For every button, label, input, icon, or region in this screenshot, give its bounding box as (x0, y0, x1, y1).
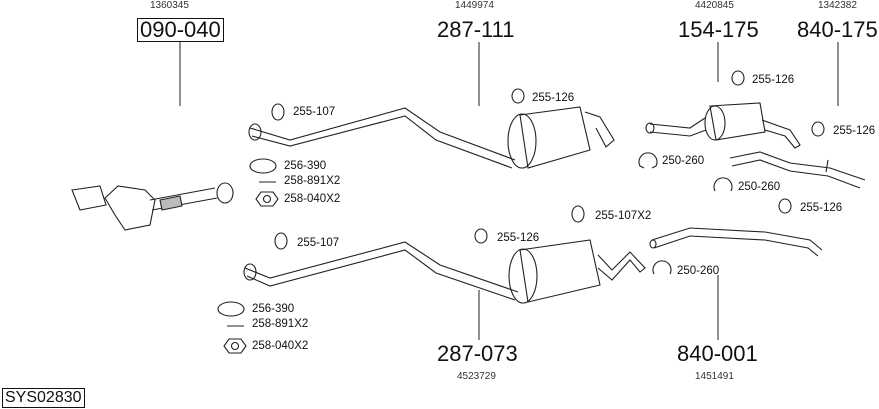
rear-muffler-top (507, 106, 615, 169)
part-number[interactable]: 840-001 (677, 341, 758, 366)
catalytic-converter (71, 182, 234, 231)
gasket-icon (217, 301, 245, 317)
diagram-code: SYS02830 (2, 388, 85, 408)
tail-pipe-lower (649, 227, 823, 257)
reference-number: 4420845 (695, 0, 734, 11)
center-muffler (645, 102, 801, 149)
reference-number: 1451491 (695, 371, 734, 382)
hanger-icon (811, 121, 825, 137)
hanger-icon (731, 70, 745, 86)
nut-icon (223, 338, 247, 354)
fitting-label[interactable]: 258-891X2 (252, 318, 309, 330)
fitting-label[interactable]: 256-390 (284, 160, 327, 172)
part-number[interactable]: 154-175 (678, 17, 759, 42)
reference-number: 1342382 (818, 0, 857, 11)
fitting-label[interactable]: 255-126 (752, 74, 795, 86)
clamp-icon (652, 260, 672, 275)
fitting-label[interactable]: 255-126 (532, 92, 575, 104)
fitting-label[interactable]: 250-260 (738, 181, 781, 193)
reference-number: 1360345 (150, 0, 189, 11)
nut-icon (255, 191, 279, 207)
hanger-icon (271, 103, 285, 121)
fitting-label[interactable]: 255-126 (800, 202, 843, 214)
part-number[interactable]: 287-073 (437, 341, 518, 366)
fitting-label[interactable]: 255-107 (293, 106, 336, 118)
fitting-label[interactable]: 255-126 (497, 232, 540, 244)
front-pipe-bottom (243, 239, 646, 304)
fitting-label[interactable]: 255-107 (297, 237, 340, 249)
fitting-label[interactable]: 250-260 (662, 155, 705, 167)
fitting-label[interactable]: 256-390 (252, 303, 295, 315)
tail-pipe-upper (729, 151, 866, 189)
hanger-icon (778, 198, 792, 214)
fitting-label[interactable]: 258-040X2 (252, 340, 309, 352)
fitting-label[interactable]: 255-126 (833, 125, 876, 137)
clamp-icon (713, 177, 733, 192)
part-number[interactable]: 840-175 (797, 17, 878, 42)
gasket-icon (249, 158, 277, 174)
front-pipe-top (248, 107, 516, 169)
fitting-label[interactable]: 250-260 (677, 265, 720, 277)
reference-number: 4523729 (457, 371, 496, 382)
part-number[interactable]: 090-040 (137, 18, 224, 42)
hanger-icon (511, 88, 525, 104)
fitting-label[interactable]: 258-891X2 (284, 175, 341, 187)
hanger-icon (571, 205, 585, 223)
clamp-icon (638, 152, 658, 169)
hanger-icon (274, 232, 288, 250)
fitting-label[interactable]: 255-107X2 (595, 210, 652, 222)
reference-number: 1449974 (455, 0, 494, 11)
part-number[interactable]: 287-111 (437, 17, 515, 42)
hanger-icon (474, 228, 488, 244)
fitting-label[interactable]: 258-040X2 (284, 193, 341, 205)
